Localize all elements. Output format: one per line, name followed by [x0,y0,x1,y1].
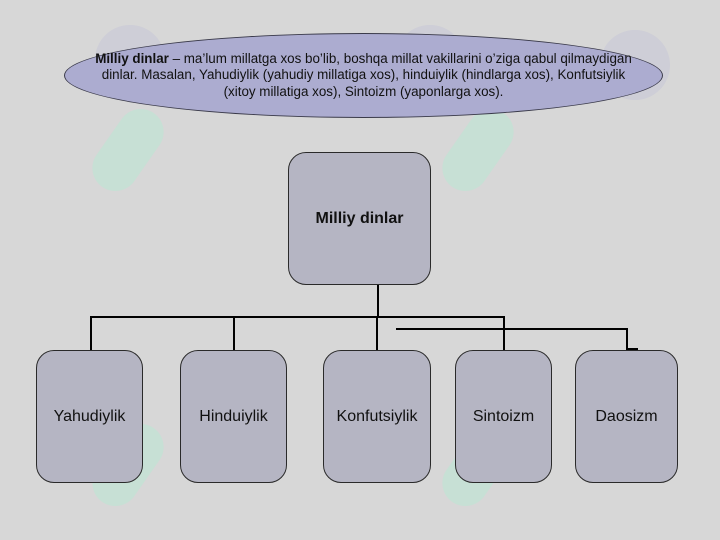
connector-drop-1 [90,316,92,350]
connector-root-down [377,285,379,318]
connector-horizontal-secondary [396,328,628,330]
node-yahudiylik: Yahudiylik [36,350,143,483]
root-node: Milliy dinlar [288,152,431,285]
node-label: Konfutsiylik [336,407,418,425]
connector-tick-5 [626,348,638,350]
node-hinduiylik: Hinduiylik [180,350,287,483]
node-label: Daosizm [595,407,658,425]
node-daosizm: Daosizm [575,350,678,483]
connector-drop-2 [233,316,235,350]
node-label: Hinduiylik [199,407,268,425]
connector-horizontal-main [90,316,504,318]
definition-term: Milliy dinlar [95,50,169,66]
connector-drop-4 [503,316,505,350]
node-konfutsiylik: Konfutsiylik [323,350,431,483]
definition-text: Milliy dinlar – ma’lum millatga xos bo’l… [94,51,634,101]
connector-drop-5 [626,328,628,350]
definition-body: – ma’lum millatga xos bo’lib, boshqa mil… [101,50,632,99]
root-node-label: Milliy dinlar [315,209,404,227]
watermark-leaf [83,99,173,201]
node-sintoizm: Sintoizm [455,350,552,483]
node-label: Yahudiylik [53,407,126,425]
node-label: Sintoizm [472,407,535,425]
definition-ellipse: Milliy dinlar – ma’lum millatga xos bo’l… [64,33,663,118]
connector-drop-3 [376,316,378,350]
